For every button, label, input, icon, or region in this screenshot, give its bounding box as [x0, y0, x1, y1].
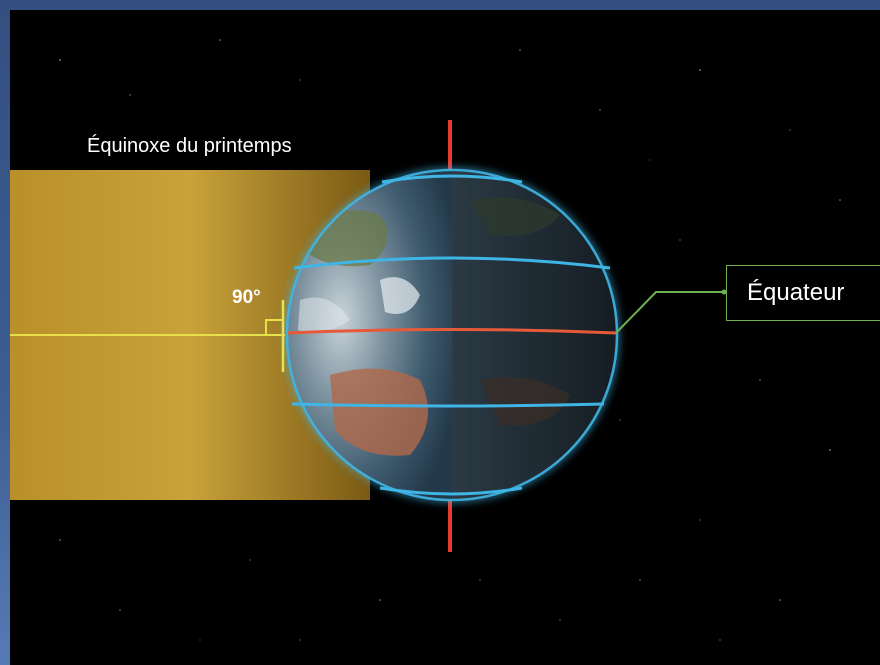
- angle-label: 90°: [232, 287, 261, 308]
- leader-dot: [721, 289, 727, 295]
- tropic-of-cancer: [293, 256, 611, 270]
- earth-diagram: [10, 39, 861, 641]
- equator-label: Équateur: [726, 265, 880, 321]
- antarctic-parallel: [379, 486, 523, 496]
- equator-leader-line: [615, 291, 726, 334]
- equator-line: [287, 328, 617, 335]
- space-background: [10, 10, 880, 665]
- slide-title: Équinoxe du printemps: [67, 125, 357, 167]
- right-angle-marker: [265, 319, 283, 335]
- arctic-parallel: [381, 174, 523, 184]
- tropic-of-capricorn: [291, 402, 605, 408]
